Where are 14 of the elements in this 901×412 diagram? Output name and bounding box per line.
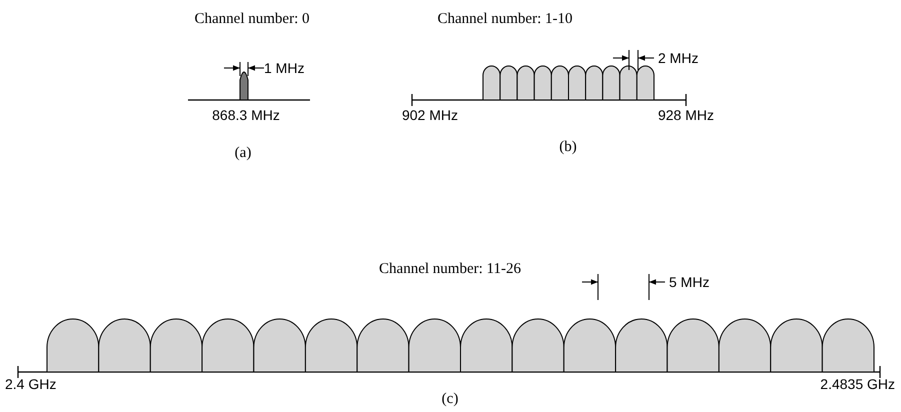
- panel-label: (b): [559, 140, 577, 155]
- dimension-label: 1 MHz: [264, 61, 304, 75]
- panel-label: (c): [442, 392, 458, 407]
- channel-caption: Channel number: 0: [194, 12, 310, 27]
- frequency-label: 928 MHz: [658, 108, 714, 122]
- frequency-label: 2.4835 GHz: [820, 377, 895, 391]
- frequency-label: 2.4 GHz: [5, 377, 56, 391]
- channel-caption: Channel number: 1-10: [438, 12, 572, 27]
- panel-label: (a): [234, 146, 252, 161]
- frequency-label: 868.3 MHz: [212, 108, 280, 122]
- dimension-label: 5 MHz: [669, 275, 710, 289]
- channel-caption: Channel number: 11-26: [379, 262, 521, 277]
- frequency-label: 902 MHz: [402, 108, 458, 122]
- dimension-label: 2 MHz: [658, 51, 698, 65]
